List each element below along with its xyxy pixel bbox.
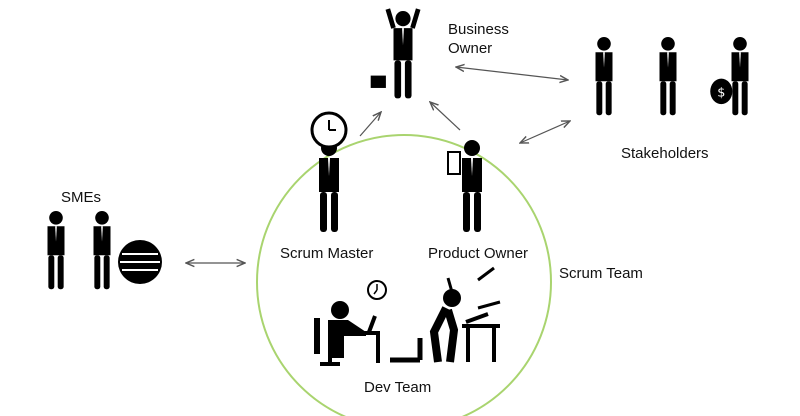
sme-figure-2	[93, 211, 111, 290]
pie-chart-icon	[118, 240, 162, 284]
product-owner-figure	[447, 140, 482, 232]
smes-label: SMEs	[61, 189, 102, 206]
business-owner-label-line2: Owner	[448, 40, 493, 57]
stakeholders-label: Stakeholders	[621, 145, 709, 162]
scrum-team-circle	[256, 134, 552, 416]
svg-text:$: $	[717, 86, 725, 101]
dev-team-label: Dev Team	[364, 379, 432, 396]
stakeholder-figure-money: $	[710, 37, 749, 116]
developer-at-desk-figure	[314, 301, 380, 366]
stakeholder-figure-angry	[595, 37, 613, 116]
stakeholder-figure-smoking	[659, 37, 677, 116]
sme-figure-1	[47, 211, 65, 290]
arrow-scrum-master-business-owner	[359, 112, 381, 137]
arrow-business-owner-stakeholders	[456, 67, 568, 80]
arrow-product-owner-business-owner	[430, 102, 461, 131]
product-owner-label: Product Owner	[428, 245, 529, 262]
business-owner-figure	[370, 8, 421, 99]
scrum-team-label: Scrum Team	[559, 265, 643, 282]
business-owner-label-line1: Business	[448, 21, 509, 38]
arrow-stakeholders-product-owner	[520, 121, 570, 143]
business-owner-label: Business Owner	[448, 20, 509, 58]
scrum-master-label: Scrum Master	[280, 245, 374, 262]
scrum-master-figure	[310, 111, 348, 232]
clock-icon	[367, 280, 387, 300]
frustrated-developer-figure	[390, 266, 501, 363]
